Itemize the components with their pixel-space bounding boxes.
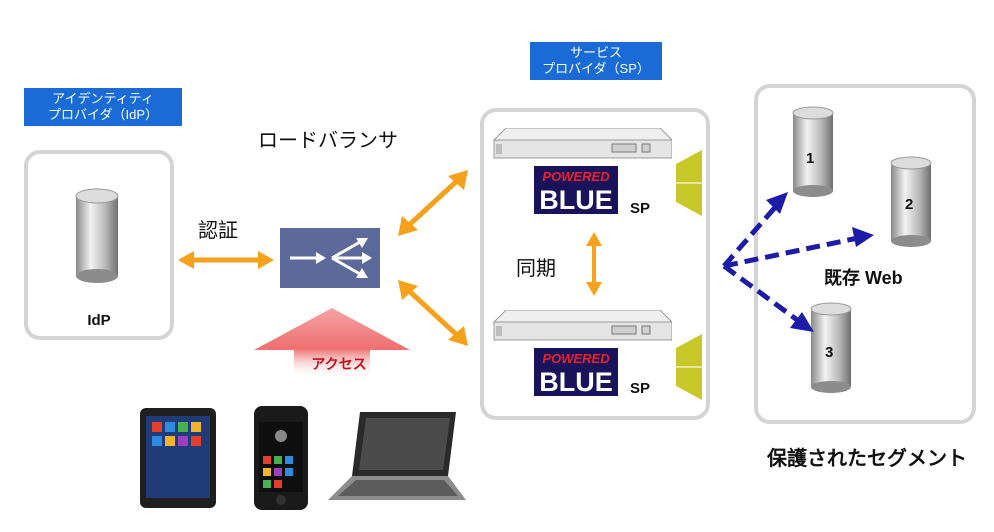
logo-bottom-text: BLUE — [539, 367, 613, 396]
lb-sp-arrows — [398, 170, 468, 346]
web-server-3-label: 3 — [825, 344, 834, 361]
auth-label: 認証 — [198, 218, 238, 242]
sp-title: サービス プロバイダ（SP） — [530, 42, 662, 80]
laptop-icon — [328, 412, 466, 500]
sp-side-plate — [676, 334, 702, 400]
access-label: アクセス — [311, 356, 367, 372]
load-balancer-title: ロードバランサ — [258, 128, 398, 152]
web-server-1-icon — [792, 106, 834, 197]
sp-server-label-2: SP — [630, 380, 651, 397]
load-balancer-icon — [280, 228, 380, 288]
powered-blue-logo: POWERED BLUE — [534, 348, 618, 396]
rack-server-icon — [492, 128, 672, 159]
auth-arrow — [178, 251, 274, 269]
protected-segment-label: 保護されたセグメント — [767, 448, 967, 470]
rack-server-icon — [492, 310, 672, 341]
smartphone-icon — [254, 406, 308, 510]
logo-top-text: POWERED — [542, 169, 610, 184]
idp-title: アイデンティティ プロバイダ（IdP） — [24, 88, 182, 126]
powered-blue-logo: POWERED BLUE — [534, 166, 618, 214]
idp-panel — [24, 150, 174, 340]
web-server-2-label: 2 — [905, 196, 914, 213]
logo-top-text: POWERED — [542, 351, 610, 366]
sp-server-label-1: SP — [630, 200, 651, 217]
idp-server-icon — [75, 188, 119, 283]
logo-bottom-text: BLUE — [539, 185, 613, 214]
access-arrow — [254, 308, 410, 376]
existing-web-label: 既存 Web — [824, 268, 903, 288]
sync-arrow — [586, 232, 602, 296]
sp-side-plate — [676, 150, 702, 216]
sync-label: 同期 — [516, 256, 556, 280]
web-server-1-label: 1 — [806, 150, 815, 167]
web-server-2-icon — [890, 156, 932, 247]
web-server-3-icon — [810, 302, 852, 393]
dashed-arrows — [722, 192, 874, 332]
idp-server-label: IdP — [87, 312, 111, 329]
tablet-icon — [140, 408, 216, 508]
